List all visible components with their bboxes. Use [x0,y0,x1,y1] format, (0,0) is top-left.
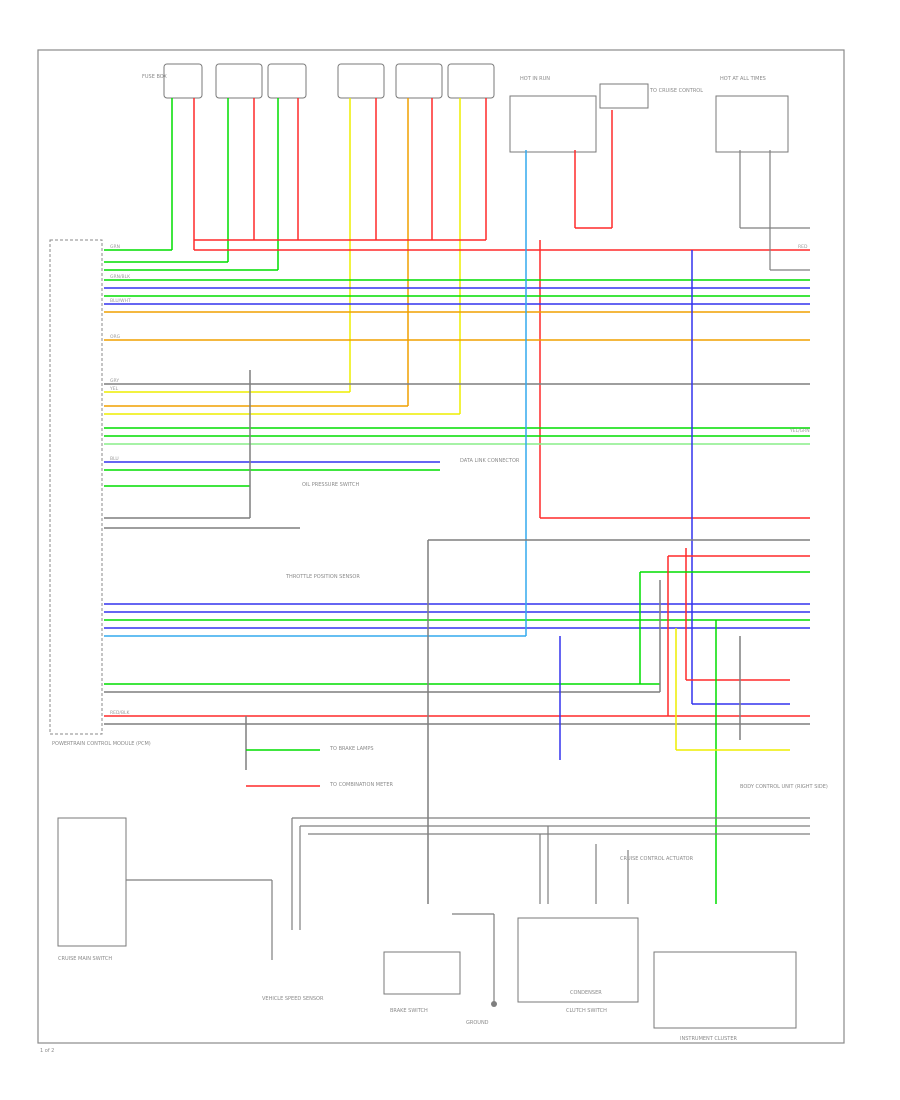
instrument-cluster-label: INSTRUMENT CLUSTER [680,1036,738,1042]
injector-blocks [163,63,495,99]
wire-label-1: GRN [110,244,120,250]
label-data-link: DATA LINK CONNECTOR [460,458,520,464]
cruise-actuator-label: CRUISE CONTROL ACTUATOR [620,856,694,862]
wire-label-3: BLU/WHT [110,298,131,304]
ground-point [491,1001,497,1007]
bottom-bus [291,817,810,930]
top-switch-2 [599,83,649,109]
injector-leads [171,98,487,414]
label-throttle: THROTTLE POSITION SENSOR [285,574,360,580]
label-to-brake-lamps: TO BRAKE LAMPS [329,746,374,752]
injector-5 [395,63,443,99]
brake-switch [383,951,461,995]
footer-ref: 1 of 2 [40,1048,54,1054]
top-switch-1 [509,95,597,153]
top-right-leads [739,150,810,271]
ecm-label: POWERTRAIN CONTROL MODULE (PCM) [52,741,151,747]
speed-sensor-label: VEHICLE SPEED SENSOR [262,996,324,1002]
injector-6 [447,63,495,99]
instrument-cluster [653,951,797,1029]
left-splices [245,370,320,787]
clutch-switch-label: CLUTCH SWITCH [566,1008,607,1014]
clutch-switch [517,917,639,1003]
top-label-b: TO CRUISE CONTROL [649,88,703,94]
diagram-frame [37,49,845,1044]
label-oil-pressure: OIL PRESSURE SWITCH [302,482,360,488]
wire-label-8: RED/BLK [110,710,131,716]
label-to-combination: TO COMBINATION METER [329,782,393,788]
wire-label-9: RED [798,244,808,250]
pcm-right-label: BODY CONTROL UNIT (RIGHT SIDE) [740,784,828,790]
wire-label-2: GRN/BLK [110,274,131,280]
fuse-label: FUSE BOX [142,74,167,80]
injector-4 [337,63,385,99]
wire-label-6: YEL [109,386,119,392]
top-switch-3 [715,95,789,153]
right-risers [427,150,810,904]
brake-switch-label: BRAKE SWITCH [390,1008,428,1014]
injector-3 [267,63,307,99]
cruise-main-switch [57,817,127,947]
accel-label: GROUND [466,1020,489,1026]
wire-label-4: ORG [110,334,121,340]
horizontal-harness [104,249,810,725]
injector-1 [163,63,203,99]
ecm-outline [49,239,103,735]
top-label-a: HOT IN RUN [520,76,550,82]
wire-label-5: GRY [110,378,119,384]
injector-2 [215,63,263,99]
wire-label-10: YEL/GRN [789,428,810,434]
wire-label-7: BLU [110,456,119,462]
cruise-main-label: CRUISE MAIN SWITCH [58,956,112,962]
fuse-label-group: FUSE BOX [142,74,167,80]
top-label-c: HOT AT ALL TIMES [720,76,766,82]
red-feed-bus [194,110,810,519]
condenser-label: CONDENSER [570,990,602,996]
